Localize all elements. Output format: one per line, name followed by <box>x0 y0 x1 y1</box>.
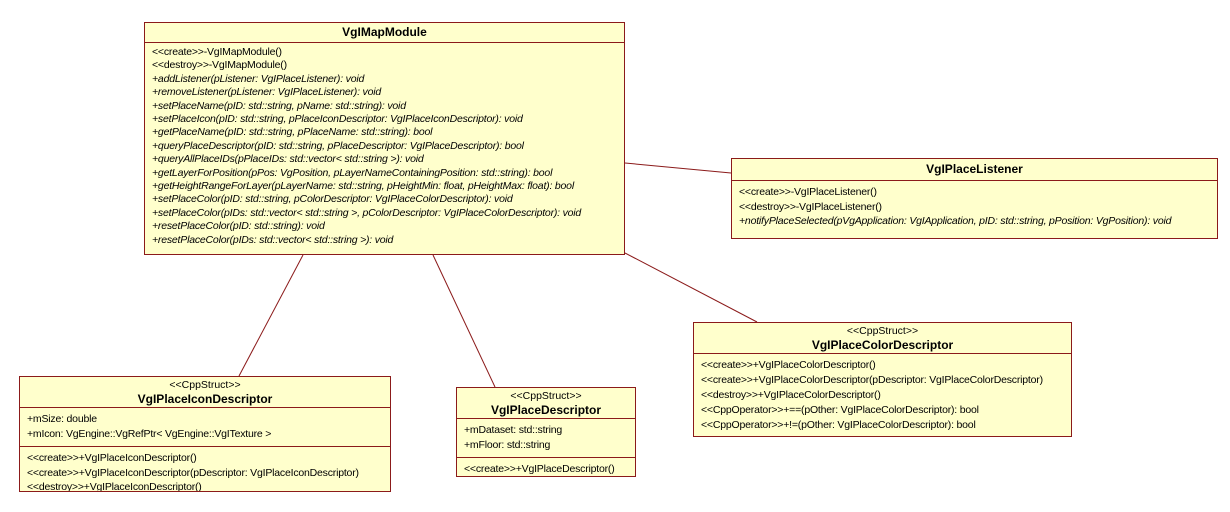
class-box-vgimapmodule[interactable]: VgIMapModule <<create>>-VgIMapModule() <… <box>144 22 625 255</box>
methods-compartment: <<create>>+VgIPlaceIconDescriptor() <<cr… <box>20 447 390 492</box>
class-stereotype: <<CppStruct>> <box>169 379 241 391</box>
method-item: +getHeightRangeForLayer(pLayerName: std:… <box>152 180 574 193</box>
methods-compartment: <<create>>-VgIMapModule() <<destroy>>-Vg… <box>145 43 624 247</box>
method-item: <<create>>+VgIPlaceDescriptor() <box>464 463 615 475</box>
attributes-compartment: +mSize: double +mIcon: VgEngine::VgRefPt… <box>20 408 390 447</box>
method-item: <<create>>-VgIPlaceListener() <box>739 186 877 198</box>
class-stereotype: <<CppStruct>> <box>846 325 919 337</box>
class-name: VgIPlaceIconDescriptor <box>137 392 273 406</box>
association-vgimapmodule-vgiplacedescriptor <box>432 254 496 388</box>
attributes-compartment: +mDataset: std::string +mFloor: std::str… <box>457 419 635 458</box>
method-item: +addListener(pListener: VgIPlaceListener… <box>152 72 365 85</box>
method-item: +queryPlaceDescriptor(pID: std::string, … <box>152 139 524 152</box>
method-item: +resetPlaceColor(pIDs: std::vector< std:… <box>152 233 394 246</box>
attribute-item: +mIcon: VgEngine::VgRefPtr< VgEngine::Vg… <box>27 428 272 440</box>
methods-compartment: <<create>>+VgIPlaceDescriptor() <box>457 458 635 476</box>
method-item: <<create>>-VgIMapModule() <box>152 46 282 58</box>
method-item: +getPlaceName(pID: std::string, pPlaceNa… <box>152 126 433 139</box>
method-item: <<CppOperator>>+!=(pOther: VgIPlaceColor… <box>701 419 976 431</box>
class-box-vgiplacedescriptor[interactable]: <<CppStruct>> VgIPlaceDescriptor +mDatas… <box>456 387 636 477</box>
class-title-bar: VgIMapModule <box>145 23 624 43</box>
method-item: +setPlaceIcon(pID: std::string, pPlaceIc… <box>152 113 523 126</box>
class-box-vgiplacelistener[interactable]: VgIPlaceListener <<create>>-VgIPlaceList… <box>731 158 1218 239</box>
method-item: <<create>>+VgIPlaceIconDescriptor(pDescr… <box>27 466 359 479</box>
class-box-vgiplacecolordescriptor[interactable]: <<CppStruct>> VgIPlaceColorDescriptor <<… <box>693 322 1072 437</box>
attribute-item: +mFloor: std::string <box>464 439 551 451</box>
method-item: <<create>>+VgIPlaceIconDescriptor() <box>27 452 197 464</box>
method-item: +setPlaceColor(pID: std::string, pColorD… <box>152 193 513 206</box>
method-item: <<destroy>>-VgIMapModule() <box>152 59 287 72</box>
methods-compartment: <<create>>-VgIPlaceListener() <<destroy>… <box>732 181 1217 229</box>
attribute-item: +mDataset: std::string <box>464 424 563 436</box>
class-stereotype: <<CppStruct>> <box>510 390 582 402</box>
class-name: VgIPlaceListener <box>926 162 1023 176</box>
method-item: +removeListener(pListener: VgIPlaceListe… <box>152 86 381 99</box>
class-name: VgIPlaceDescriptor <box>490 403 602 417</box>
association-vgimapmodule-vgiplaceicondescriptor <box>238 254 304 377</box>
attribute-item: +mSize: double <box>27 413 97 425</box>
class-title-bar: <<CppStruct>> VgIPlaceIconDescriptor <box>20 377 390 408</box>
method-item: +resetPlaceColor(pID: std::string): void <box>152 220 325 233</box>
method-item: +notifyPlaceSelected(pVgApplication: VgI… <box>739 215 1172 227</box>
class-name: VgIMapModule <box>342 25 427 39</box>
class-name: VgIPlaceColorDescriptor <box>811 338 954 352</box>
class-title-bar: <<CppStruct>> VgIPlaceDescriptor <box>457 388 635 419</box>
method-item: +getLayerForPosition(pPos: VgPosition, p… <box>152 166 553 179</box>
methods-compartment: <<create>>+VgIPlaceColorDescriptor() <<c… <box>694 354 1071 433</box>
method-item: <<create>>+VgIPlaceColorDescriptor() <box>701 359 876 371</box>
method-item: +setPlaceName(pID: std::string, pName: s… <box>152 99 406 112</box>
method-item: <<create>>+VgIPlaceColorDescriptor(pDesc… <box>701 374 1043 386</box>
method-item: <<CppOperator>>+==(pOther: VgIPlaceColor… <box>701 404 979 416</box>
class-box-vgiplaceicondescriptor[interactable]: <<CppStruct>> VgIPlaceIconDescriptor +mS… <box>19 376 391 492</box>
method-item: +setPlaceColor(pIDs: std::vector< std::s… <box>152 206 582 219</box>
class-title-bar: <<CppStruct>> VgIPlaceColorDescriptor <box>694 323 1071 354</box>
method-item: +queryAllPlaceIDs(pPlaceIDs: std::vector… <box>152 153 424 166</box>
method-item: <<destroy>>-VgIPlaceListener() <box>739 200 882 213</box>
method-item: <<destroy>>+VgIPlaceColorDescriptor() <box>701 389 881 401</box>
method-item: <<destroy>>+VgIPlaceIconDescriptor() <box>27 481 202 492</box>
association-vgimapmodule-vgiplacelistener <box>624 162 732 174</box>
class-title-bar: VgIPlaceListener <box>732 159 1217 181</box>
association-vgimapmodule-vgiplacecolordescriptor <box>624 252 758 323</box>
